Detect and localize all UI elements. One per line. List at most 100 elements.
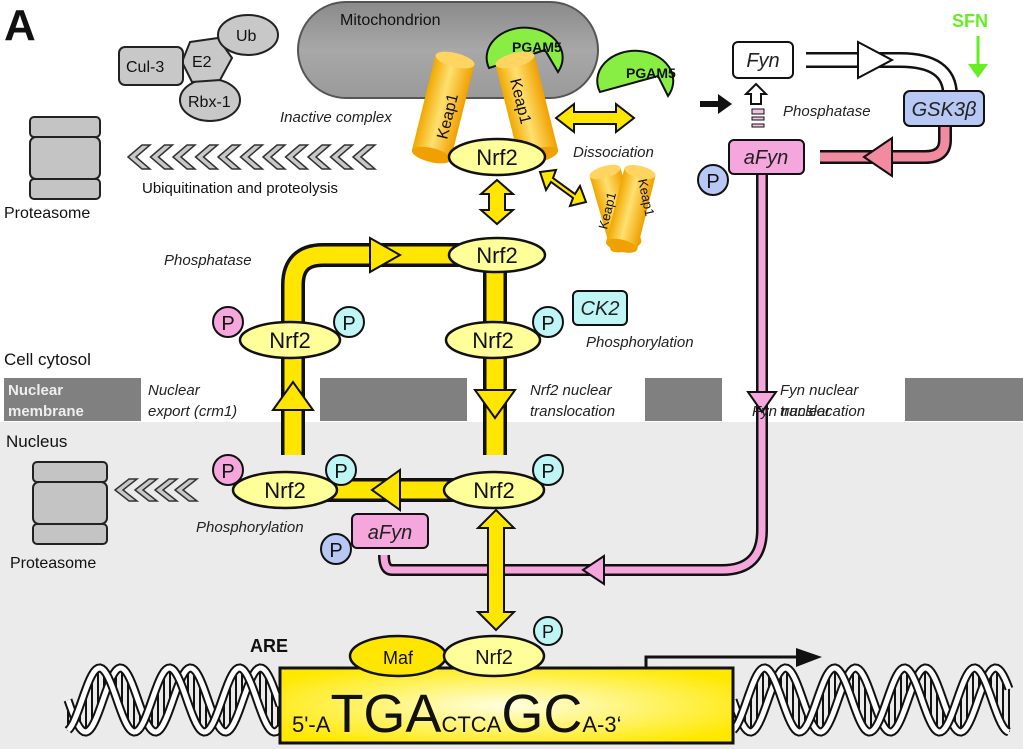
- membrane-label-2: membrane: [8, 403, 84, 420]
- svg-text:P: P: [541, 313, 554, 335]
- pgam5-free-label: PGAM5: [626, 65, 676, 81]
- chevron-icon: [173, 478, 200, 502]
- membrane-label-1: Nuclear: [8, 382, 63, 399]
- nrf2-transloc-label-1: Nrf2 nuclear: [530, 382, 613, 399]
- svg-text:P: P: [221, 461, 234, 483]
- pgam5-bound-label: PGAM5: [512, 39, 562, 55]
- nuclear-export-label-1: Nuclear: [148, 382, 201, 399]
- chevron-icon: [329, 144, 355, 170]
- svg-text:P: P: [329, 540, 342, 562]
- nrf2-double-phospho-nucleus: [231, 470, 339, 510]
- ub-label: Ub: [236, 28, 257, 45]
- nrf2-on-are: [442, 634, 546, 678]
- fyn-nuclear-arrow: [746, 391, 778, 414]
- chevron-icon: [284, 144, 310, 170]
- are-box: [278, 666, 735, 745]
- afyn-label-cytosol: aFyn: [744, 147, 788, 169]
- keap1-release-arrow: [538, 168, 588, 208]
- chevron-icon: [153, 478, 180, 502]
- proteasome-label-nucleus: Proteasome: [10, 555, 96, 572]
- pgam5-to-fyn-arrow: [700, 94, 732, 114]
- rbx1-label: Rbx-1: [188, 94, 231, 111]
- ubiquitination-label: Ubiquitination and proteolysis: [142, 180, 338, 197]
- are-label: ARE: [250, 636, 288, 656]
- fyn-label: Fyn: [746, 50, 779, 72]
- chevron-icon: [194, 144, 220, 170]
- afyn-box-nucleus: [351, 513, 429, 549]
- gsk3b-label: GSK3β: [912, 99, 977, 121]
- nrf2-inactive: [447, 137, 547, 177]
- nrf2-free: [447, 236, 547, 274]
- svg-text:P: P: [334, 461, 347, 483]
- p-afyn-cytosol: [697, 164, 729, 196]
- proteasome-label-top: Proteasome: [4, 205, 90, 222]
- nrf2-transloc-label-2: translocation: [530, 403, 615, 420]
- svg-text:Nrf2: Nrf2: [269, 328, 311, 353]
- svg-text:P: P: [342, 313, 355, 335]
- p-afyn-nucleus: [320, 533, 352, 565]
- svg-text:Nrf2: Nrf2: [476, 243, 518, 268]
- nrf2-phospho-cytosol: [444, 320, 542, 360]
- phosphatase-label-cycle: Phosphatase: [164, 252, 252, 269]
- nucleus-label: Nucleus: [6, 432, 67, 451]
- ck2-box: [572, 290, 628, 326]
- chevron-icon: [306, 144, 333, 170]
- svg-text:P: P: [542, 622, 554, 642]
- keap1-dimer-free: [589, 164, 656, 253]
- cul3-label: Cul-3: [126, 59, 164, 76]
- dissociation-label: Dissociation: [573, 144, 654, 161]
- fyn-transloc-label-1b: Fyn nuclear: [780, 382, 859, 399]
- ubiquitination-chevrons: [126, 144, 378, 170]
- chevron-icon: [239, 144, 265, 170]
- chevron-icon: [126, 144, 153, 170]
- nuclear-export-arrow: [271, 380, 315, 411]
- fyn-box: [732, 41, 794, 79]
- ub-shape: [217, 14, 279, 56]
- gsk3b-box: [903, 90, 985, 127]
- dissociation-arrow: [554, 101, 636, 135]
- dna-helix: [63, 663, 1014, 737]
- proteasome-nucleus: [32, 461, 108, 545]
- nrf2-phospho-nucleus: [442, 470, 546, 510]
- chevron-icon: [149, 144, 175, 170]
- svg-text:Nrf2: Nrf2: [473, 478, 515, 503]
- degradation-chevrons-nucleus: [113, 478, 200, 502]
- transcription-arrow: [644, 655, 800, 668]
- nrf2-nuclear-arrow: [473, 389, 517, 420]
- chevron-icon: [216, 144, 243, 170]
- cul3-shape: [118, 46, 184, 86]
- fyn-transloc-label-2: translocation: [780, 403, 865, 420]
- proteasome-cytosol: [29, 116, 101, 200]
- chevron-icon: [261, 144, 288, 170]
- inactive-complex-label: Inactive complex: [280, 109, 392, 126]
- are-sequence: 5'-ATGACTCAGCA-3‘: [292, 684, 621, 744]
- nrf2-inactive-label: Nrf2: [476, 145, 518, 170]
- phosphatase-label-top: Phosphatase: [783, 103, 871, 120]
- svg-text:P: P: [221, 313, 234, 335]
- phosphatase-up-arrow: [743, 82, 769, 105]
- chevron-icon: [171, 144, 198, 170]
- svg-text:Nrf2: Nrf2: [475, 647, 513, 669]
- chevron-icon: [133, 478, 160, 502]
- ubiquitin-ligase-complex: [118, 14, 279, 122]
- phosphorylation-label-cytosol: Phosphorylation: [586, 334, 694, 351]
- svg-text:aFyn: aFyn: [368, 522, 412, 544]
- nuclear-export-label-2: export (crm1): [148, 403, 237, 420]
- nuclear-membrane: [4, 378, 1023, 421]
- afyn-box-cytosol: [728, 139, 805, 175]
- svg-text:Nrf2: Nrf2: [264, 478, 306, 503]
- cell-cytosol-label: Cell cytosol: [4, 350, 91, 369]
- svg-text:Maf: Maf: [383, 648, 414, 668]
- sfn-label: SFN: [952, 11, 988, 31]
- panel-label: A: [4, 1, 36, 50]
- nrf2-release-arrow: [478, 178, 516, 226]
- mitochondrion-label: Mitochondrion: [340, 12, 441, 29]
- pgam5-free: [596, 49, 675, 98]
- e2-label: E2: [192, 54, 212, 71]
- nrf2-to-are-arrow: [475, 508, 517, 632]
- chevron-icon: [113, 478, 140, 502]
- svg-text:Nrf2: Nrf2: [472, 328, 514, 353]
- phosphorylation-label-nucleus: Phosphorylation: [196, 519, 304, 536]
- chevron-icon: [351, 144, 378, 170]
